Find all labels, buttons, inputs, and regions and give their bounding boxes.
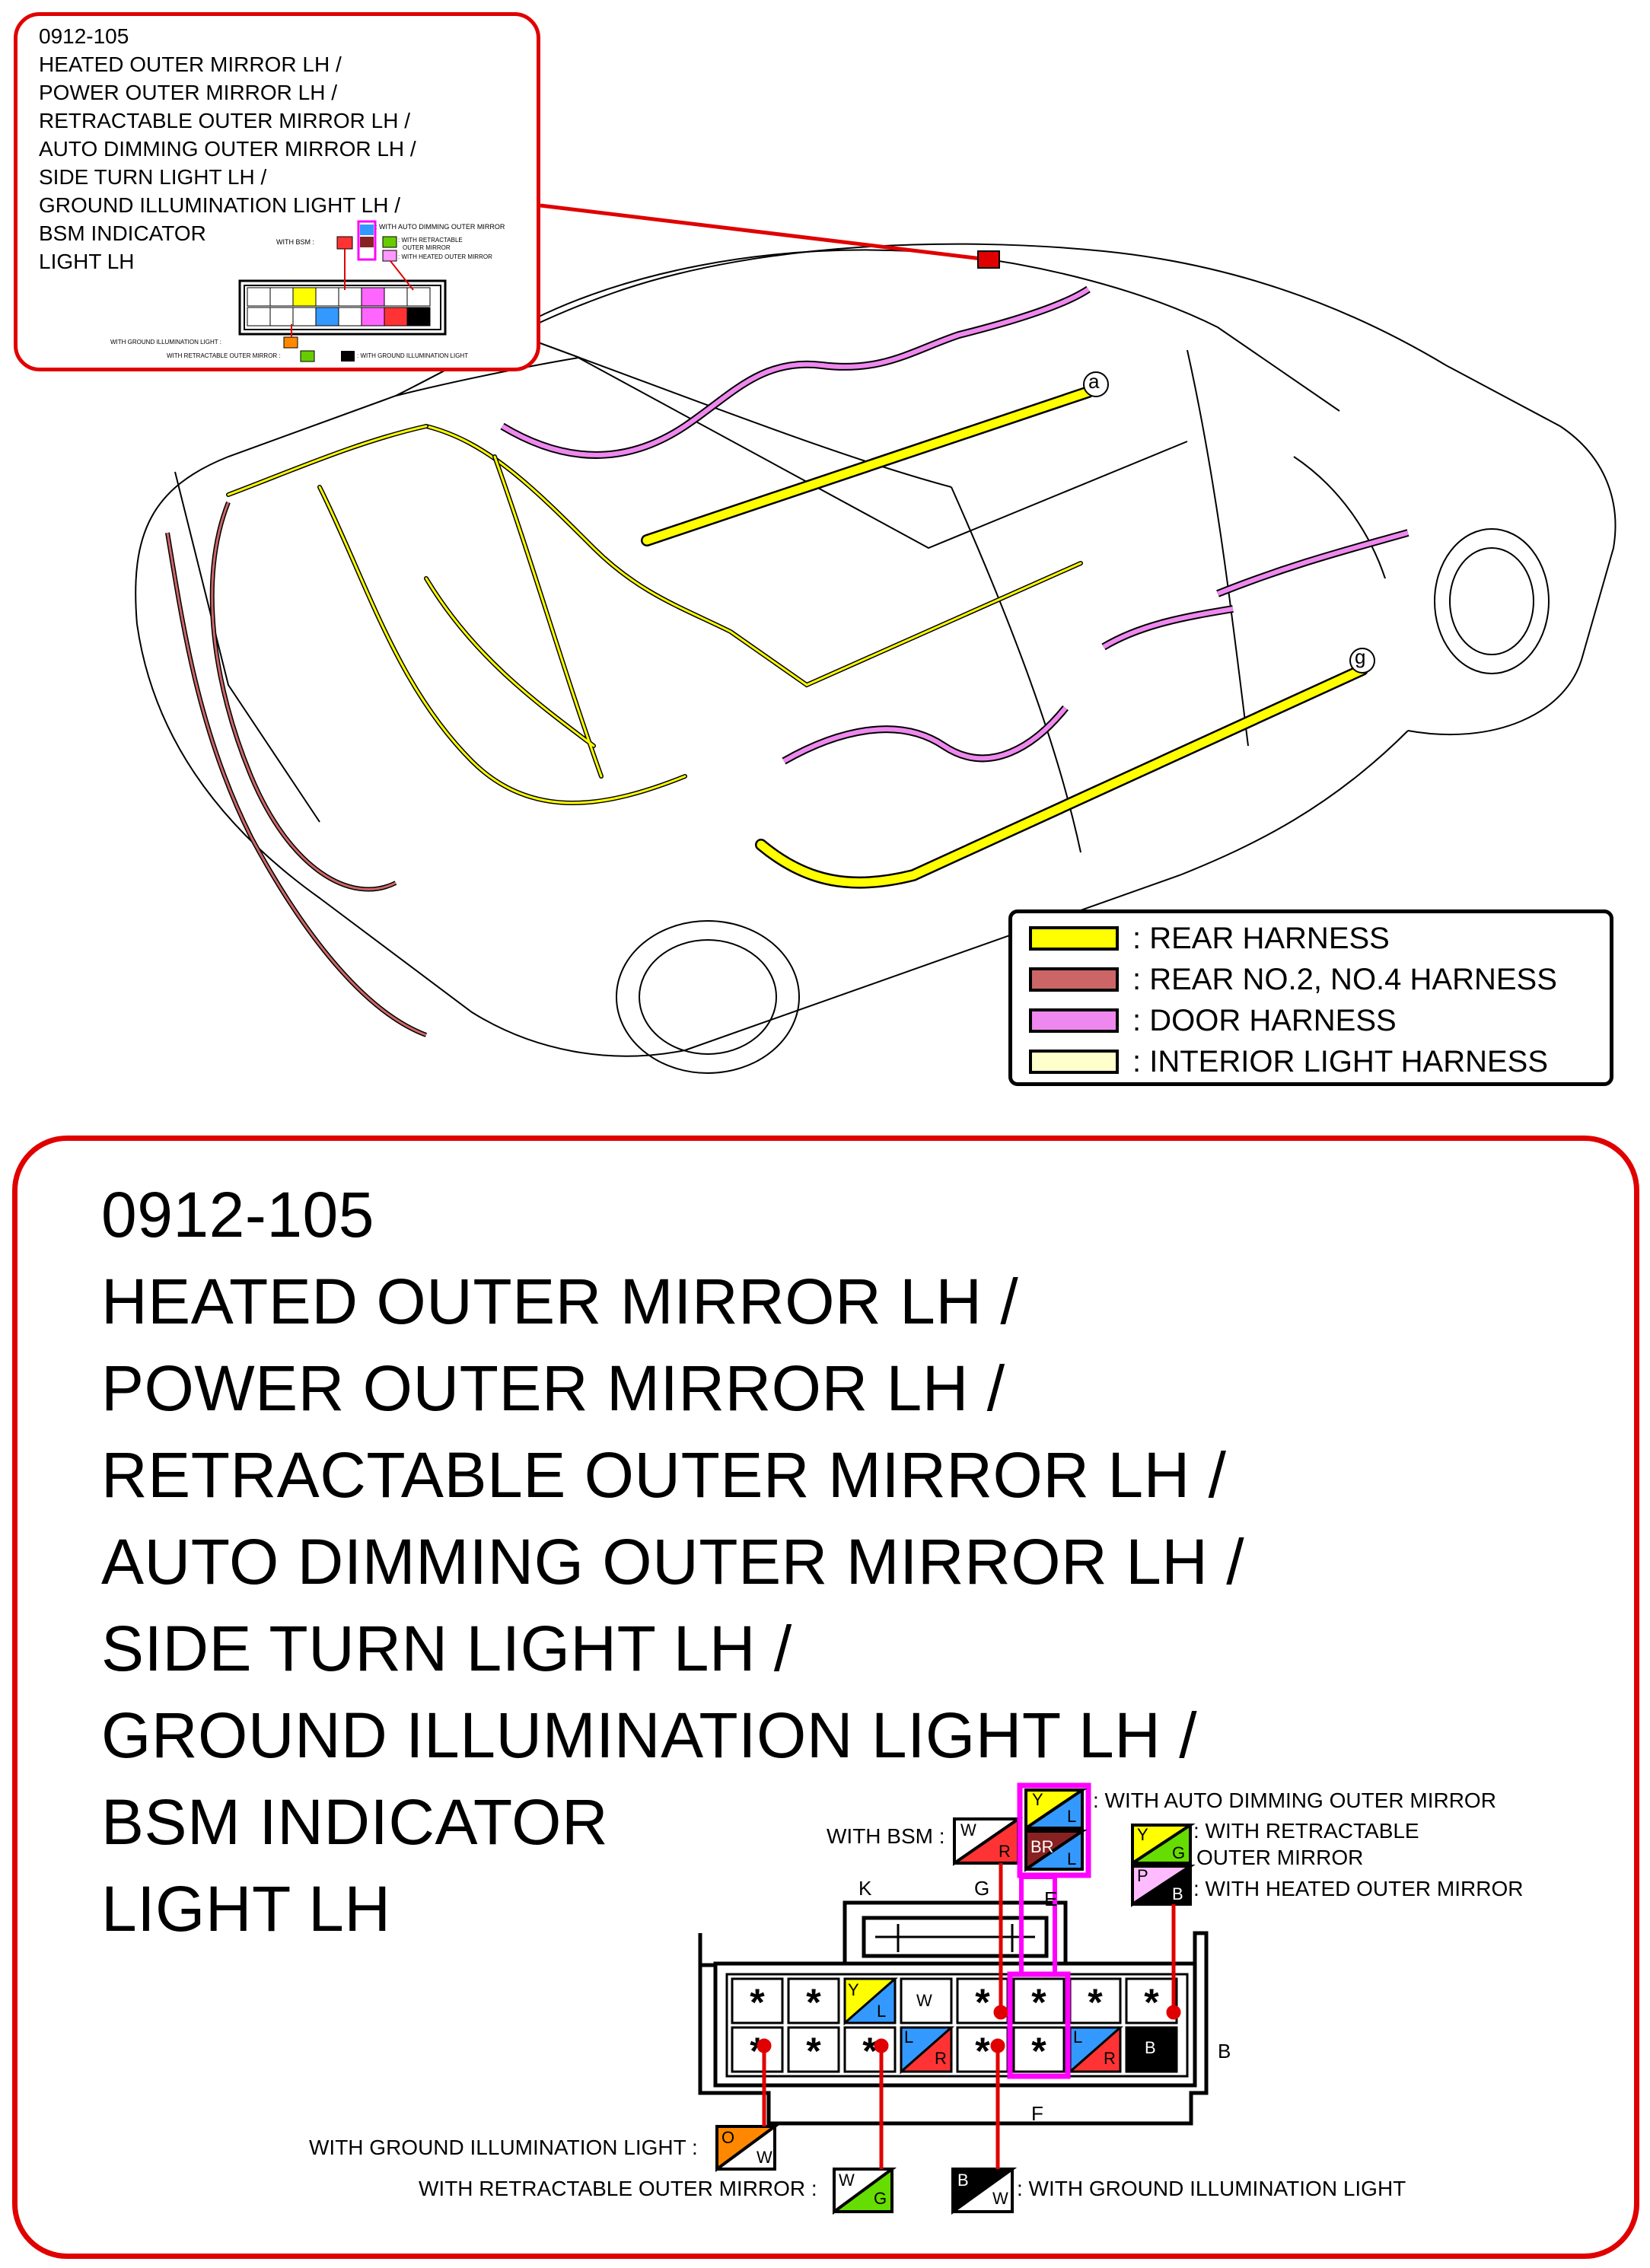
- wire-code: L: [1073, 2028, 1083, 2047]
- wire-code: L: [1067, 1807, 1077, 1826]
- note-with-heated: : WITH HEATED OUTER MIRROR: [1193, 1877, 1524, 1900]
- connector-title-line: HEATED OUTER MIRROR LH /: [101, 1266, 1019, 1337]
- legend-label: : REAR HARNESS: [1132, 921, 1390, 955]
- small-callout-line: POWER OUTER MIRROR LH /: [39, 81, 338, 104]
- legend-label: : DOOR HARNESS: [1132, 1003, 1397, 1037]
- small-callout-line: HEATED OUTER MIRROR LH /: [39, 53, 342, 76]
- note-with-ground-illumination-right: : WITH GROUND ILLUMINATION LIGHT: [1017, 2177, 1406, 2200]
- wire-code: Y: [1137, 1825, 1148, 1844]
- connector-title-line: LIGHT LH: [101, 1873, 391, 1945]
- mini-note-with-ground-illumination-left: WITH GROUND ILLUMINATION LIGHT :: [110, 339, 221, 346]
- legend-swatch: [1029, 1008, 1119, 1033]
- wire-code: O: [721, 2128, 735, 2147]
- connector-title-line: SIDE TURN LIGHT LH /: [101, 1613, 792, 1684]
- connector-title-line: BSM INDICATOR: [101, 1786, 609, 1858]
- mini-note-with-retractable: : WITH RETRACTABLE: [398, 237, 463, 244]
- wire-code: BR: [1030, 1837, 1054, 1856]
- wire-code: G: [874, 2189, 887, 2208]
- legend-row-door-harness: : DOOR HARNESS: [1029, 1003, 1397, 1037]
- note-with-auto-dimming: : WITH AUTO DIMMING OUTER MIRROR: [1093, 1789, 1496, 1812]
- wire-code: W: [960, 1820, 976, 1840]
- mini-note-with-retractable-bottom: WITH RETRACTABLE OUTER MIRROR :: [167, 352, 281, 359]
- mini-connector-drawing: [238, 220, 447, 362]
- rear-no2-no4-harness: [165, 501, 428, 1037]
- large-connector-callout: 0912-105 HEATED OUTER MIRROR LH / POWER …: [12, 1136, 1639, 2259]
- small-callout-line: RETRACTABLE OUTER MIRROR LH /: [39, 109, 410, 132]
- legend-row-rear-harness: : REAR HARNESS: [1029, 921, 1390, 955]
- small-connector-callout: 0912-105 HEATED OUTER MIRROR LH / POWER …: [14, 12, 540, 371]
- legend-swatch: [1029, 1050, 1119, 1074]
- legend-swatch: [1029, 967, 1119, 992]
- mini-note-with-ground-illumination-right: : WITH GROUND ILLUMINATION LIGHT: [357, 352, 469, 359]
- callout-leader-line: [540, 203, 1000, 269]
- legend-label: : INTERIOR LIGHT HARNESS: [1132, 1044, 1549, 1078]
- wire-code: B: [957, 2171, 969, 2190]
- legend-swatch: [1029, 926, 1119, 951]
- small-callout-line: BSM INDICATOR: [39, 221, 206, 245]
- connector-title-line: RETRACTABLE OUTER MIRROR LH /: [101, 1439, 1227, 1511]
- wire-code: L: [904, 2028, 914, 2047]
- terminal-letter-k: K: [858, 1877, 872, 1900]
- wire-code: P: [1137, 1866, 1148, 1885]
- mini-note-with-bsm: WITH BSM :: [276, 238, 314, 246]
- wire-code: G: [1172, 1843, 1186, 1862]
- wire-code: B: [1172, 1884, 1183, 1903]
- wire-code: Y: [1032, 1790, 1043, 1809]
- small-callout-line: GROUND ILLUMINATION LIGHT LH /: [39, 193, 401, 217]
- connector-title-line: AUTO DIMMING OUTER MIRROR LH /: [101, 1526, 1245, 1597]
- harness-legend: : REAR HARNESS : REAR NO.2, NO.4 HARNESS…: [1008, 909, 1613, 1086]
- note-with-retractable-bottom: WITH RETRACTABLE OUTER MIRROR :: [419, 2177, 817, 2200]
- wire-code: R: [1104, 2049, 1116, 2068]
- mini-note-with-heated: : WITH HEATED OUTER MIRROR: [398, 253, 492, 260]
- harness-end-marker-a: [1083, 371, 1109, 397]
- wire-code: W: [839, 2171, 855, 2190]
- wire-code: W: [916, 1991, 932, 2010]
- mini-note-outer-mirror: OUTER MIRROR: [403, 244, 451, 251]
- note-outer-mirror: OUTER MIRROR: [1196, 1846, 1364, 1869]
- wire-code: B: [1145, 2038, 1156, 2057]
- mini-note-with-auto-dimming: : WITH AUTO DIMMING OUTER MIRROR: [375, 223, 505, 231]
- vehicle-harness-drawing: [135, 203, 1617, 1074]
- wire-code: R: [935, 2049, 947, 2068]
- door-harness: [500, 285, 1410, 765]
- wire-code: Y: [848, 1980, 859, 1999]
- note-with-retractable: : WITH RETRACTABLE: [1193, 1819, 1419, 1843]
- terminal-letter-b: B: [1218, 2040, 1231, 2063]
- legend-row-interior-light-harness: : INTERIOR LIGHT HARNESS: [1029, 1044, 1549, 1078]
- harness-label-a: a: [1088, 370, 1100, 393]
- connector-title-line: GROUND ILLUMINATION LIGHT LH /: [101, 1699, 1198, 1771]
- small-callout-line: AUTO DIMMING OUTER MIRROR LH /: [39, 137, 416, 161]
- wire-code: L: [1067, 1849, 1077, 1868]
- wire-code: R: [999, 1842, 1011, 1861]
- legend-label: : REAR NO.2, NO.4 HARNESS: [1132, 962, 1557, 996]
- legend-row-rear-no2-no4-harness: : REAR NO.2, NO.4 HARNESS: [1029, 962, 1557, 996]
- connector-title-line: POWER OUTER MIRROR LH /: [101, 1352, 1005, 1424]
- small-callout-line: SIDE TURN LIGHT LH /: [39, 165, 267, 189]
- wire-code: W: [757, 2148, 772, 2167]
- harness-end-marker-g: [1349, 648, 1375, 674]
- harness-label-g: g: [1355, 645, 1366, 668]
- terminal-letter-g: G: [974, 1877, 990, 1900]
- connector-code: 0912-105: [101, 1179, 374, 1250]
- note-with-bsm: WITH BSM :: [827, 1824, 945, 1848]
- note-with-ground-illumination-left: WITH GROUND ILLUMINATION LIGHT :: [309, 2136, 698, 2159]
- small-callout-code: 0912-105: [39, 24, 129, 48]
- terminal-letter-e: E: [1044, 1887, 1058, 1910]
- small-callout-line: LIGHT LH: [39, 250, 135, 273]
- wire-code: L: [877, 2002, 887, 2021]
- terminal-letter-f: F: [1031, 2102, 1043, 2125]
- wire-code: W: [992, 2189, 1008, 2208]
- rear-harness: [226, 386, 1368, 889]
